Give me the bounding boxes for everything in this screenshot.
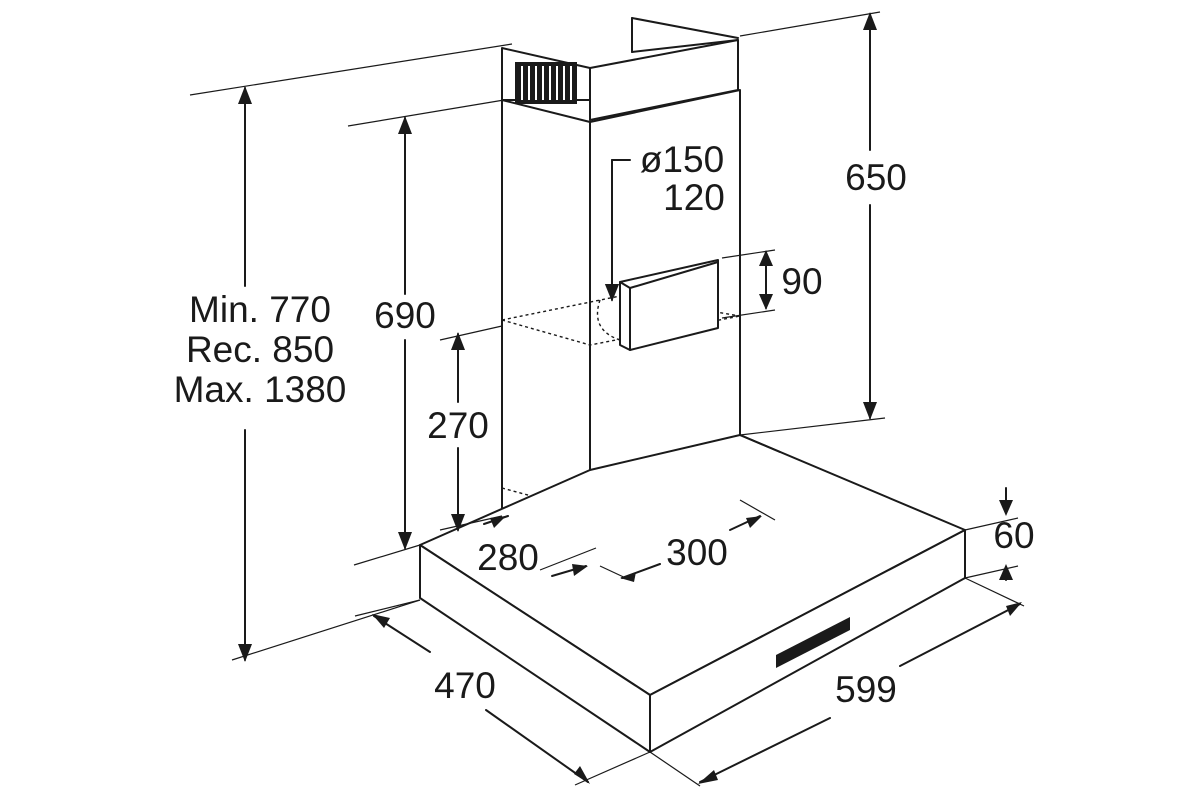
dimension-chimney-lower: 270	[427, 325, 503, 532]
dimension-chimney-upper: 690	[347, 99, 505, 566]
duct-outlet	[596, 159, 719, 351]
dimension-canopy-width: 599	[649, 577, 1025, 787]
dimension-outlet-height: 90	[721, 249, 823, 319]
chimney-width-label: 300	[666, 532, 728, 573]
chimney-upper-label: 690	[374, 295, 436, 336]
upper-chimney	[501, 17, 739, 121]
height-max-label: Max. 1380	[174, 369, 347, 410]
chimney-depth-label: 280	[477, 537, 539, 578]
duct-diameter-label: ø150	[640, 139, 724, 180]
dimension-total-height: Min. 770 Rec. 850 Max. 1380	[174, 43, 513, 662]
canopy-height-label: 60	[993, 515, 1034, 556]
chimney-total-label: 650	[845, 157, 907, 198]
dimension-chimney-width: 300	[599, 499, 776, 582]
height-rec-label: Rec. 850	[186, 329, 334, 370]
canopy-depth-label: 470	[434, 665, 496, 706]
dimension-canopy-height: 60	[964, 487, 1035, 581]
dimension-canopy-depth: 470	[354, 599, 651, 786]
vent-grille	[515, 62, 577, 104]
control-panel	[776, 617, 850, 668]
outlet-height-label: 90	[781, 261, 822, 302]
chimney-lower-label: 270	[427, 405, 489, 446]
dimension-chimney-depth: 280	[477, 515, 597, 578]
dimension-chimney-total: 650	[739, 11, 907, 436]
height-min-label: Min. 770	[189, 289, 331, 330]
duct-alt-label: 120	[663, 177, 725, 218]
canopy-width-label: 599	[835, 669, 897, 710]
dimension-duct: ø150 120	[640, 139, 725, 218]
